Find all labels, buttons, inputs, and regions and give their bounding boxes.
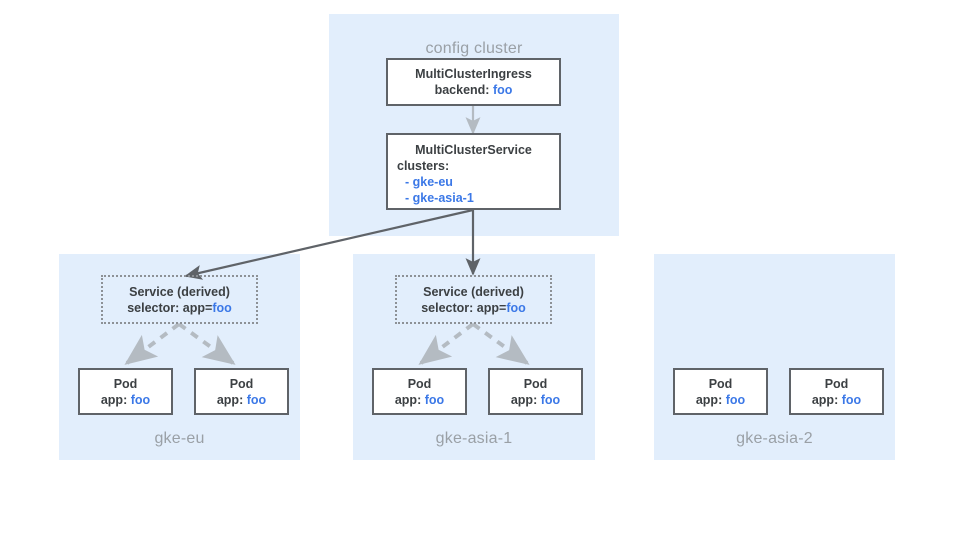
derived-service-selector-label: selector: app= (127, 300, 213, 315)
node-multiclusteringress[interactable]: MultiClusterIngress backend: foo (386, 58, 561, 106)
pod-app-value: foo (725, 392, 746, 407)
multiclusterservice-body: clusters: - gke-eu - gke-asia-1 (388, 158, 559, 206)
pod-title: Pod (824, 376, 849, 391)
multiclusteringress-backend-value: foo (492, 83, 513, 97)
derived-service-title: Service (derived) (129, 284, 230, 299)
node-pod[interactable]: Pod app: foo (194, 368, 289, 415)
pod-app-label: app: (510, 392, 538, 407)
multiclusterservice-cluster-item: - gke-asia-1 (405, 191, 474, 205)
pod-title: Pod (229, 376, 254, 391)
pod-app-label: app: (100, 392, 128, 407)
multiclusteringress-backend-label: backend: (434, 83, 490, 97)
multiclusterservice-clusters-label: clusters: (397, 159, 450, 173)
node-pod[interactable]: Pod app: foo (673, 368, 768, 415)
derived-service-selector: selector: app=foo (397, 300, 550, 316)
derived-service-selector-value: foo (506, 300, 526, 315)
pod-app-value: foo (841, 392, 862, 407)
derived-service-selector-label: selector: app= (421, 300, 507, 315)
derived-service-title: Service (derived) (423, 284, 524, 299)
pod-app: app: foo (490, 392, 581, 408)
multiclusteringress-backend: backend: foo (388, 82, 559, 98)
node-multiclusterservice[interactable]: MultiClusterService clusters: - gke-eu -… (386, 133, 561, 210)
node-pod[interactable]: Pod app: foo (789, 368, 884, 415)
node-pod[interactable]: Pod app: foo (372, 368, 467, 415)
pod-app-label: app: (695, 392, 723, 407)
node-derived-service-gke-asia-1[interactable]: Service (derived) selector: app=foo (395, 275, 552, 324)
node-pod[interactable]: Pod app: foo (488, 368, 583, 415)
node-pod[interactable]: Pod app: foo (78, 368, 173, 415)
panel-cluster-gke-eu-label: gke-eu (154, 430, 205, 447)
pod-title: Pod (523, 376, 548, 391)
derived-service-selector-value: foo (212, 300, 232, 315)
pod-app-value: foo (424, 392, 445, 407)
pod-app: app: foo (791, 392, 882, 408)
pod-app: app: foo (80, 392, 171, 408)
node-derived-service-gke-eu[interactable]: Service (derived) selector: app=foo (101, 275, 258, 324)
pod-app-label: app: (216, 392, 244, 407)
pod-app-value: foo (130, 392, 151, 407)
multiclusterservice-title: MultiClusterService (415, 143, 532, 157)
multiclusteringress-title: MultiClusterIngress (415, 67, 532, 81)
pod-app-value: foo (540, 392, 561, 407)
panel-cluster-gke-asia-2: gke-asia-2 (654, 254, 895, 460)
pod-app: app: foo (196, 392, 287, 408)
pod-app-label: app: (394, 392, 422, 407)
panel-cluster-gke-asia-1-label: gke-asia-1 (435, 430, 513, 447)
multiclusterservice-cluster-item: - gke-eu (405, 175, 453, 189)
derived-service-selector: selector: app=foo (103, 300, 256, 316)
pod-title: Pod (708, 376, 733, 391)
pod-app: app: foo (675, 392, 766, 408)
pod-app-label: app: (811, 392, 839, 407)
pod-title: Pod (113, 376, 138, 391)
pod-app: app: foo (374, 392, 465, 408)
panel-config-cluster-label: config cluster (425, 40, 523, 57)
pod-title: Pod (407, 376, 432, 391)
pod-app-value: foo (246, 392, 267, 407)
panel-cluster-gke-asia-2-label: gke-asia-2 (736, 430, 813, 447)
panel-cluster-gke-asia-1: gke-asia-1 (353, 254, 595, 460)
